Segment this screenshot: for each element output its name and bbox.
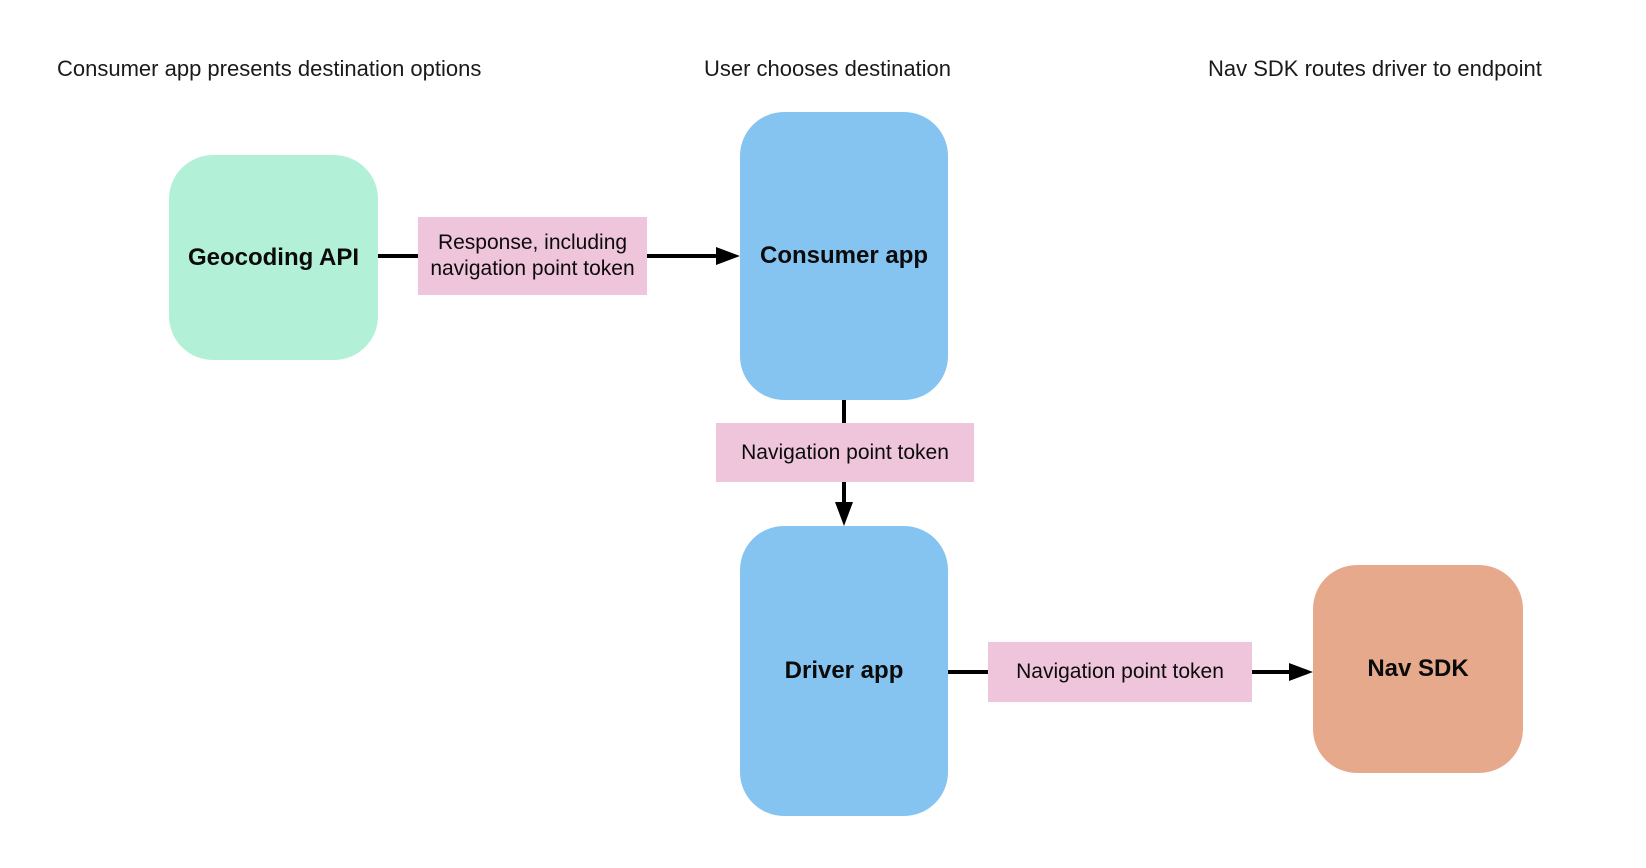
node-consumer-app: Consumer app	[740, 112, 948, 400]
node-label-driver-app: Driver app	[784, 657, 904, 684]
phase-heading-user-chooses: User chooses destination	[704, 56, 952, 81]
phase-heading-consumer-presents: Consumer app presents destination option…	[57, 56, 482, 81]
node-label-consumer-app: Consumer app	[759, 242, 929, 269]
edge-label-navigation-point-token-vertical: Navigation point token	[716, 423, 974, 482]
arrowhead-right-icon	[1289, 663, 1313, 681]
node-label-nav-sdk: Nav SDK	[1367, 655, 1469, 682]
node-driver-app: Driver app	[740, 526, 948, 816]
edge-label-navigation-point-token-horizontal: Navigation point token	[988, 642, 1252, 702]
node-nav-sdk: Nav SDK	[1313, 565, 1523, 773]
phase-heading-navsdk-routes: Nav SDK routes driver to endpoint	[1208, 56, 1542, 81]
node-geocoding-api: Geocoding API	[169, 155, 378, 360]
edge-label-response-token: Response, including navigation point tok…	[418, 217, 647, 295]
arrowhead-down-icon	[835, 502, 853, 526]
node-label-geocoding-api: Geocoding API	[187, 243, 360, 271]
arrowhead-right-icon	[716, 247, 740, 265]
